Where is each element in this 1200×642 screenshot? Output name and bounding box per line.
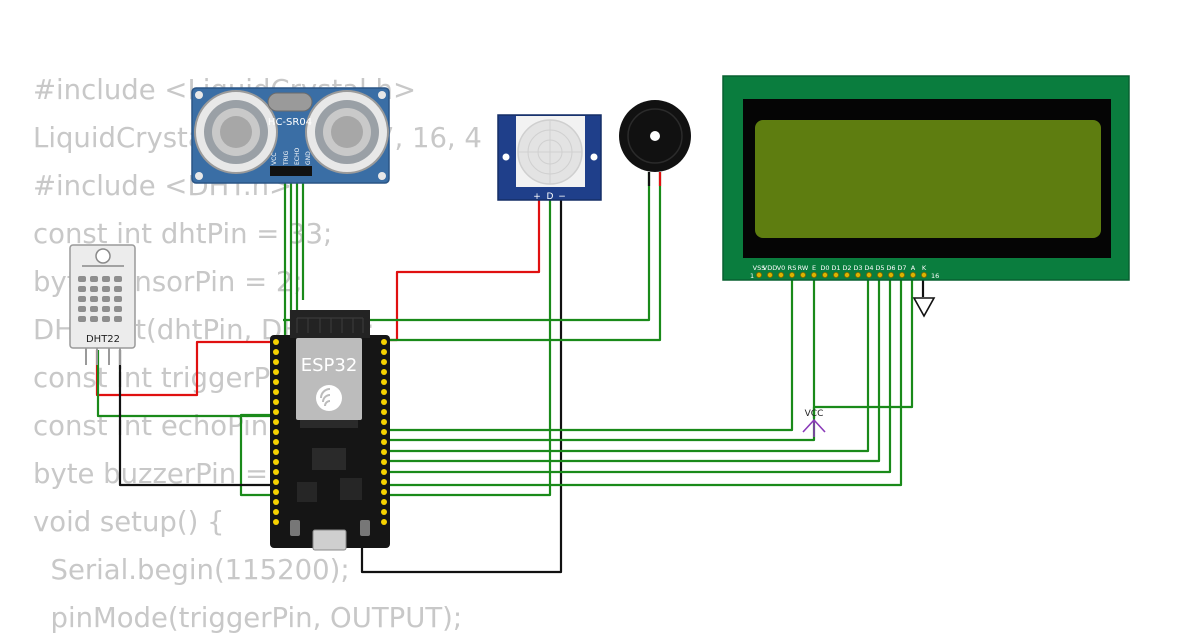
code-line: Serial.begin(115200); <box>33 554 350 586</box>
ultrasonic-pin-vcc: VCC <box>271 153 278 165</box>
wire-lcd-d5[interactable] <box>385 274 881 463</box>
esp32-right-header <box>381 339 387 525</box>
esp32-left-header <box>273 339 279 525</box>
lcd-pin-label: D3 <box>853 264 862 272</box>
wire-dht-gnd[interactable] <box>118 350 278 487</box>
vcc-symbol: VCC <box>802 409 826 437</box>
pir-pin-data: D <box>547 192 554 202</box>
pir-sensor[interactable]: + D − <box>497 114 602 202</box>
vcc-label: VCC <box>805 409 824 419</box>
buzzer-hole <box>650 131 660 141</box>
wire-lcd-e[interactable] <box>385 274 816 442</box>
esp32-board[interactable]: ESP32 <box>270 310 390 551</box>
lcd-pin-label: D7 <box>897 264 906 272</box>
lcd-pin-label: D2 <box>842 264 851 272</box>
vcc-arrow-icon <box>802 418 826 437</box>
code-line: void setup() { <box>33 506 225 538</box>
dht22-sensor[interactable]: DHT22 <box>69 244 136 365</box>
lcd-screen <box>755 120 1101 238</box>
lcd-pin-first-label: 1 <box>750 272 754 280</box>
lcd-pin-label: D5 <box>875 264 884 272</box>
wire-dht-data[interactable] <box>96 350 278 418</box>
ultrasonic-label: HC-SR04 <box>268 117 312 128</box>
lcd-pin-label: RW <box>798 264 809 272</box>
reset-button[interactable] <box>360 520 370 536</box>
esp32-module <box>296 338 362 420</box>
ultrasonic-transducer-left <box>194 90 278 174</box>
buzzer[interactable] <box>619 100 691 186</box>
pir-pin-gnd: − <box>558 192 566 202</box>
boot-button[interactable] <box>290 520 300 536</box>
lcd-pin-header <box>756 271 928 278</box>
lcd-display[interactable]: VSS VDD V0 RS RW E D0 D1 D2 D3 D4 D5 D6 … <box>722 75 1130 281</box>
ultrasonic-pin-trig: TRIG <box>283 150 290 166</box>
lcd-pin-label: E <box>812 264 816 272</box>
espressif-logo <box>316 385 342 411</box>
ultrasonic-pin-echo: ECHO <box>294 148 301 165</box>
ultrasonic-sensor[interactable]: HC-SR04 VCC TRIG ECHO GND <box>191 87 390 184</box>
dht-grille <box>78 276 122 322</box>
lcd-pin-label: A <box>911 264 916 272</box>
lcd-pin-label: D4 <box>864 264 873 272</box>
code-line: const int dhtPin = 33; <box>33 218 333 250</box>
lcd-pin-label: K <box>922 264 927 272</box>
wire-lcd-d6[interactable] <box>385 274 892 474</box>
lcd-pin-label: D0 <box>820 264 829 272</box>
wire-lcd-rs[interactable] <box>385 274 794 432</box>
wire-lcd-d4[interactable] <box>385 274 870 453</box>
wire-buzzer-1[interactable] <box>283 172 651 322</box>
wire-dht-vcc[interactable] <box>95 340 278 397</box>
lcd-pin-label: VDD <box>763 264 777 272</box>
esp32-label: ESP32 <box>301 355 358 376</box>
pir-pin-vcc: + <box>533 192 541 202</box>
lcd-pin-label: RS <box>788 264 797 272</box>
wire-lcd-d7[interactable] <box>385 274 903 487</box>
wire-pir-gnd[interactable] <box>360 198 563 574</box>
lcd-pin-label: D6 <box>886 264 895 272</box>
esp32-antenna <box>290 310 370 338</box>
ultrasonic-transducer-right <box>305 90 389 174</box>
code-line: pinMode(triggerPin, OUTPUT); <box>33 602 463 634</box>
usb-port[interactable] <box>312 529 347 551</box>
lcd-pin-label: V0 <box>777 264 786 272</box>
crystal-oscillator <box>267 92 313 112</box>
dht-label: DHT22 <box>86 334 120 345</box>
lcd-pin-label: VSS <box>753 264 766 272</box>
lcd-pin-label: D1 <box>831 264 840 272</box>
ultrasonic-pin-gnd: GND <box>305 151 312 165</box>
lcd-pin-last-label: 16 <box>931 272 939 280</box>
wire-buzzer-2[interactable] <box>390 172 662 342</box>
ground-icon <box>912 297 936 318</box>
wire-lcd-a[interactable] <box>812 274 914 418</box>
lcd-pin-labels: VSS VDD V0 RS RW E D0 D1 D2 D3 D4 D5 D6 … <box>753 264 927 272</box>
